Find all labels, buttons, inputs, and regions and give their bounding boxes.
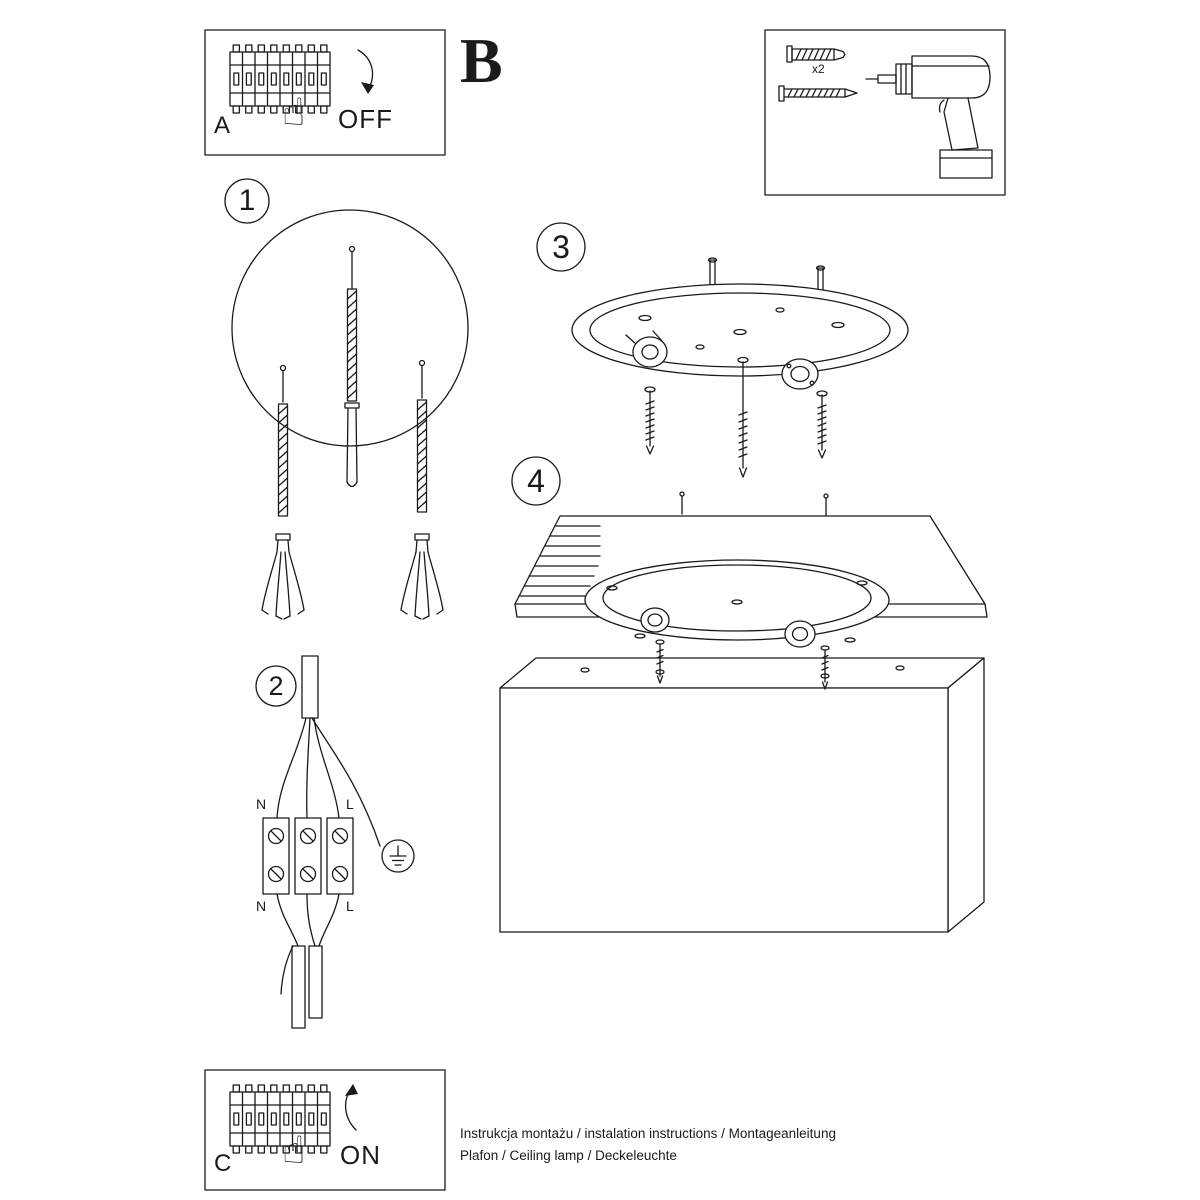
wires-bottom [276,893,340,1029]
mount-screw-right [816,390,828,459]
step1-diagram [224,178,469,620]
step4-diagram [499,456,988,933]
step4-number: 4 [527,462,545,499]
wire-label-n-bottom: N [256,898,267,914]
hand-press-icon: ☝ [282,90,306,134]
anchor-quantity-label: x2 [812,62,825,76]
parts-box-frame [764,29,1006,196]
mount-screw-center [737,356,749,478]
footer-product-line: Plafon / Ceiling lamp / Deckeleuchte [460,1148,677,1163]
step3-number: 3 [552,228,570,265]
lamp-box [499,657,985,933]
breaker-panel-icon [229,1084,331,1154]
panel-a-label: A [214,112,231,139]
arrow-up-icon [345,1084,358,1131]
step3-diagram [536,222,909,478]
wire-label-l-bottom: L [346,898,354,914]
step1-number: 1 [238,184,256,217]
cable-sheath-top [301,655,319,719]
screw-and-plug [344,245,360,488]
ground-icon [381,839,415,873]
section-letter-b: B [460,25,503,96]
parts-box [764,29,1006,196]
step3-number-circle [536,222,586,272]
fixing-screw-left [655,639,665,684]
breaker-panel-icon [229,44,331,114]
panel-c-action-label: ON [340,1140,381,1170]
wires-top [276,717,381,847]
panel-c-label: C [214,1150,232,1177]
hand-press-icon: ☝ [282,1128,306,1172]
step2-diagram [255,655,415,1029]
lamp-socket-left [625,330,668,368]
wall-plug-right [400,359,444,620]
mount-screw-left [644,386,656,455]
step4-number-circle [511,456,561,506]
step2-number: 2 [268,670,284,701]
panel-a-box [204,29,446,156]
screw-icon [778,85,858,102]
panel-c-box [204,1069,446,1191]
step1-number-circle [224,178,270,224]
magnifier-circle [231,209,469,447]
panel-a-frame [204,29,446,156]
footer-instructions-line: Instrukcja montażu / instalation instruc… [460,1126,836,1141]
wire-label-l-top: L [346,796,354,812]
panel-a-action-label: OFF [338,104,393,134]
terminal-block [262,817,354,895]
lamp-socket-right [781,358,819,390]
plate-on-panel [584,559,890,648]
fixing-screw-right [820,645,830,690]
drill-icon [865,55,993,179]
wall-plug-icon [786,45,846,63]
step2-number-circle [255,665,297,707]
panel-c-frame [204,1069,446,1191]
wall-plug-left [261,364,305,620]
arrow-down-icon [357,49,374,94]
wire-label-n-top: N [256,796,267,812]
